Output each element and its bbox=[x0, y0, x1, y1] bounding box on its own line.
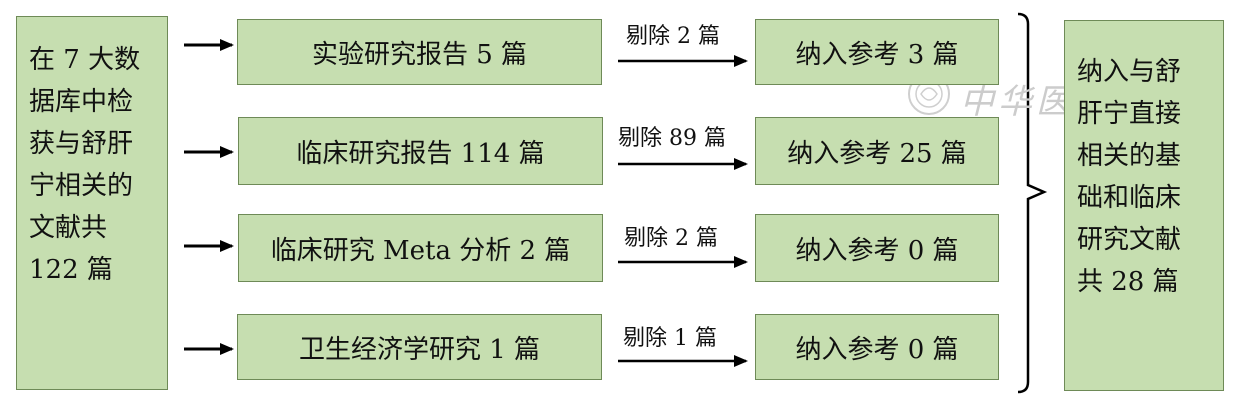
included-box-meta: 纳入参考 0 篇 bbox=[755, 214, 999, 282]
source-line-3: 获与舒肝 bbox=[29, 129, 134, 159]
included-box-clinical: 纳入参考 25 篇 bbox=[755, 117, 999, 185]
result-line-3: 相关的基 bbox=[1077, 141, 1182, 171]
source-line-1: 在 7 大数 bbox=[29, 45, 141, 75]
category-box-economics: 卫生经济学研究 1 篇 bbox=[237, 314, 602, 380]
result-box: 纳入与舒 肝宁直接 相关的基 础和临床 研究文献 共 28 篇 bbox=[1064, 20, 1224, 391]
category-box-meta: 临床研究 Meta 分析 2 篇 bbox=[238, 214, 603, 282]
excluded-label-clinical: 剔除 89 篇 bbox=[618, 126, 726, 151]
category-box-experimental: 实验研究报告 5 篇 bbox=[237, 19, 602, 85]
included-box-economics: 纳入参考 0 篇 bbox=[755, 314, 999, 380]
source-box: 在 7 大数 据库中检 获与舒肝 宁相关的 文献共 122 篇 bbox=[16, 16, 168, 390]
result-line-5: 研究文献 bbox=[1077, 225, 1182, 255]
excluded-label-experimental: 剔除 2 篇 bbox=[626, 24, 720, 49]
category-box-clinical: 临床研究报告 114 篇 bbox=[238, 117, 603, 185]
source-line-5: 文献共 bbox=[29, 213, 108, 243]
source-line-2: 据库中检 bbox=[29, 87, 134, 117]
result-line-4: 础和临床 bbox=[1077, 183, 1182, 213]
source-line-6: 122 篇 bbox=[29, 255, 113, 285]
excluded-label-meta: 剔除 2 篇 bbox=[624, 226, 718, 251]
excluded-label-economics: 剔除 1 篇 bbox=[623, 326, 717, 351]
source-line-4: 宁相关的 bbox=[29, 171, 134, 201]
included-box-experimental: 纳入参考 3 篇 bbox=[755, 19, 999, 85]
result-line-1: 纳入与舒 bbox=[1077, 57, 1182, 87]
result-line-6: 共 28 篇 bbox=[1077, 267, 1179, 297]
result-line-2: 肝宁直接 bbox=[1077, 99, 1182, 129]
merge-bracket bbox=[1017, 12, 1048, 394]
